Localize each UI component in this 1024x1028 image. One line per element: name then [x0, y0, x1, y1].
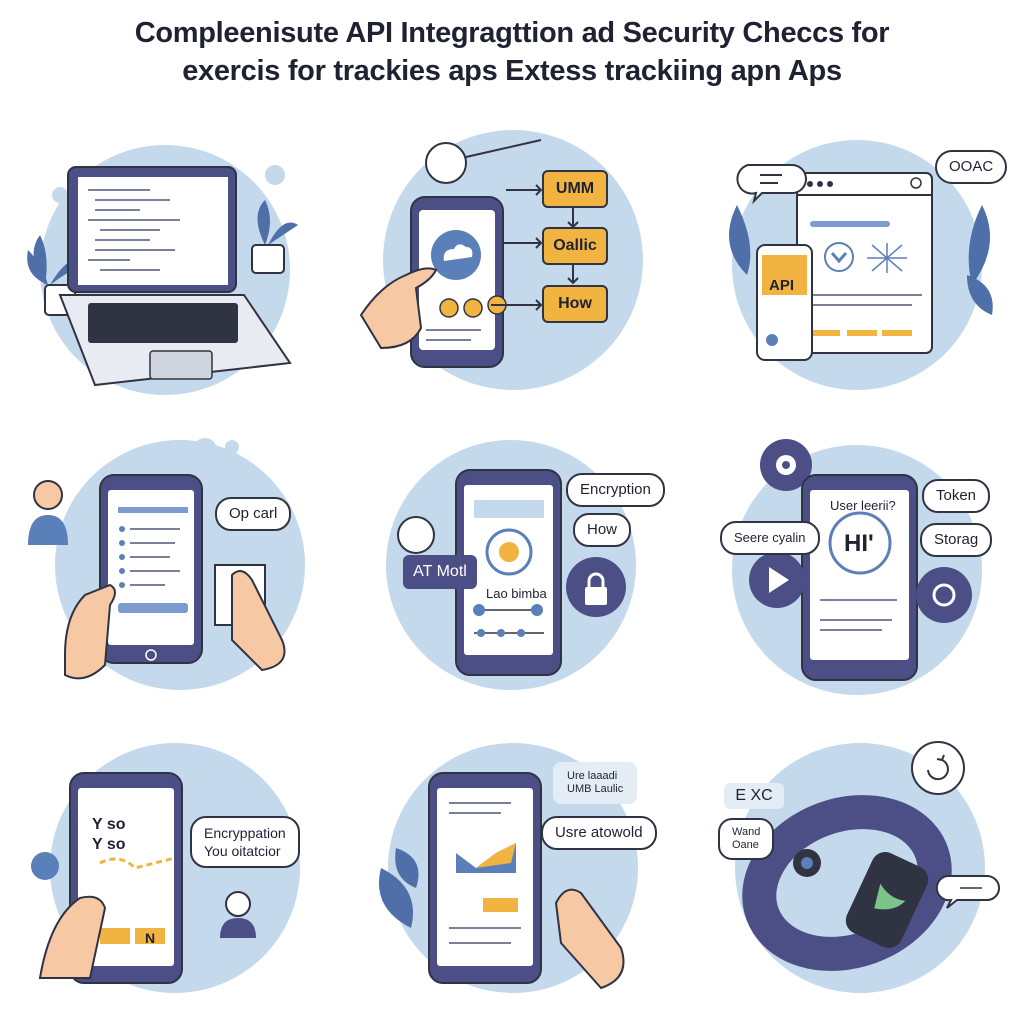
phone-line-2: Y so [92, 836, 126, 853]
fitness-band-illustration [735, 741, 1000, 993]
panel-browser-api: OOAC API [682, 115, 1023, 415]
panel-api-flow: UMM Oallic How [341, 115, 682, 415]
auth-center-label: HI' [844, 530, 874, 557]
panel-phone-chart: Ure laaadi UMB Laulic Usre atowold [341, 728, 682, 1028]
flow-box-how: How [542, 285, 608, 323]
bubble-ooac: OOAC [935, 150, 1008, 184]
flow-box-oallic: Oallic [542, 227, 608, 265]
bubble-encryption: Encryption [566, 473, 665, 507]
bubble-storage: Storag [920, 523, 993, 557]
phone-caption: Lao bimba [486, 586, 547, 601]
panel-encryption: Encryption How AT Motl Lao bimba [341, 425, 682, 725]
plant-right-icon [257, 200, 298, 245]
laptop-illustration [27, 145, 298, 395]
panel-laptop [0, 115, 341, 415]
browser-api-illustration [729, 140, 993, 390]
bubble-line-2: You oitatcior [204, 843, 281, 859]
phone-hands-illustration [28, 438, 305, 690]
bubble-token: Token [922, 479, 991, 513]
title-line-2: exercis for trackies aps Extess trackiin… [182, 55, 842, 87]
bubble-line-1: Encryppation [204, 825, 286, 841]
phone-chart-illustration [379, 743, 638, 993]
title-line-1: Compleenisute API Integragttion ad Secur… [134, 17, 890, 49]
bubble-info-line-2: UMB Laulic [567, 783, 624, 795]
bubble-usre-atowold: Usre atowold [541, 816, 657, 850]
bubble-info-line-1: Ure laaadi [567, 770, 618, 782]
bubble-wand-line-2: Oane [732, 839, 759, 851]
user-login-header: User leerii? [830, 498, 896, 513]
bubble-wand: Wand Oane [718, 818, 775, 860]
tag-n: N [145, 930, 156, 946]
encryption-illustration [386, 440, 636, 690]
tag-exc: E XC [724, 783, 784, 809]
bubble-info: Ure laaadi UMB Laulic [553, 762, 638, 804]
bubble-wand-line-1: Wand [732, 826, 761, 838]
user-auth-illustration [732, 439, 982, 695]
phone-chat-illustration [31, 743, 300, 993]
phone-line-1: Y so [92, 816, 126, 833]
panel-user-auth: User leerii? HI' Seere cyalin Token Stor… [682, 425, 1023, 725]
bubble-how: How [573, 513, 632, 547]
panel-phone-chat: Y so Y so Encryppation You oitatcior N [0, 728, 341, 1028]
bubble-encryption-note: Encryppation You oitatcior [190, 816, 300, 868]
api-label: API [769, 277, 795, 294]
page-title: Compleenisute API Integragttion ad Secur… [0, 14, 1024, 90]
panel-phone-hands: Op carl [0, 425, 341, 725]
flow-box-umm: UMM [542, 170, 608, 208]
panel-fitness-band: E XC Wand Oane [682, 728, 1023, 1028]
phone-flow-illustration [359, 130, 643, 390]
tag-at-motl: AT Motl [403, 555, 477, 589]
bubble-op-carl: Op carl [215, 497, 292, 531]
bubble-seere-cyalin: Seere cyalin [720, 521, 820, 555]
